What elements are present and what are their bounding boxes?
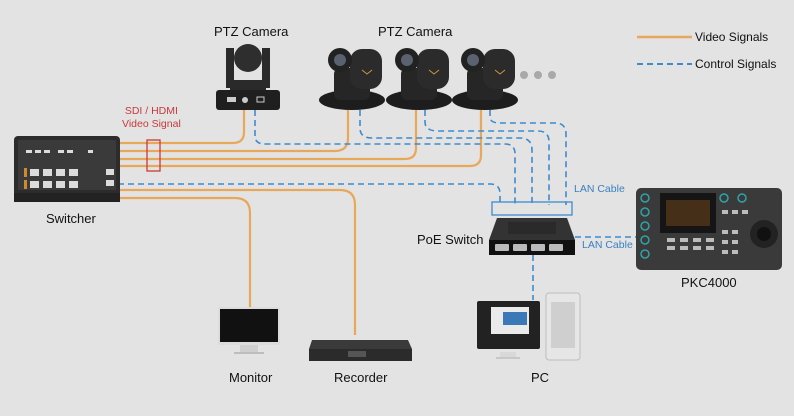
video-line-monitor: [118, 196, 252, 310]
video-line-ptz3: [118, 110, 418, 161]
ptz-camera-single-label: PTZ Camera: [214, 24, 289, 39]
video-signal-lines: [118, 110, 483, 335]
ptz-camera-single: [216, 44, 280, 110]
legend-control-label: Control Signals: [695, 57, 777, 71]
pkc4000-label: PKC4000: [681, 275, 737, 290]
pc-label: PC: [531, 370, 550, 385]
poe-switch-label: PoE Switch: [417, 232, 484, 247]
ptz-camera-group-label: PTZ Camera: [378, 24, 453, 39]
control-signal-lines: [118, 110, 638, 300]
control-line-ptz1: [254, 110, 516, 205]
pc-device: [477, 292, 581, 361]
video-line-recorder: [118, 188, 357, 335]
control-line-ptz4: [489, 110, 567, 205]
pkc4000-device: [636, 188, 782, 270]
control-line-switcher: [118, 183, 501, 205]
control-line-ptz3: [424, 110, 550, 205]
monitor-label: Monitor: [229, 370, 273, 385]
video-line-ptz1: [118, 110, 246, 145]
sdi-hdmi-line1: SDI / HDMI: [124, 105, 178, 117]
switcher-label: Switcher: [46, 211, 96, 226]
lan-cable-right-label: LAN Cable: [582, 239, 633, 251]
control-line-ptz2: [359, 110, 533, 205]
recorder-label: Recorder: [334, 370, 388, 385]
video-line-ptz4: [118, 110, 483, 168]
lan-cable-top-label: LAN Cable: [574, 183, 625, 195]
sdi-marker-box: [146, 139, 161, 172]
sdi-hdmi-annotation: SDI / HDMI Video Signal: [122, 105, 181, 131]
ptz-camera-group: [319, 48, 518, 110]
ellipsis-icon: [520, 71, 556, 79]
sdi-hdmi-line2: Video Signal: [122, 118, 181, 130]
recorder-device: [309, 340, 412, 361]
monitor-device: [218, 307, 280, 354]
ptz-camera-1: [319, 48, 385, 110]
poe-switch-device: [489, 218, 575, 255]
legend-video-label: Video Signals: [695, 30, 769, 44]
switcher-device: [14, 136, 120, 202]
ptz-camera-2: [386, 48, 452, 110]
ptz-camera-3: [452, 48, 518, 110]
lan-port-bracket: [491, 201, 573, 216]
video-line-ptz2: [118, 110, 350, 153]
